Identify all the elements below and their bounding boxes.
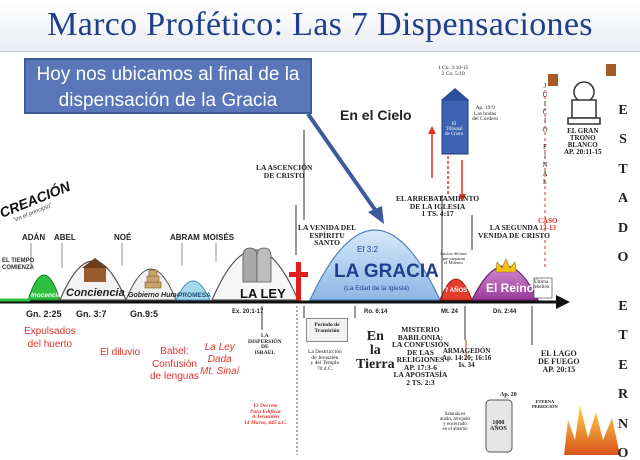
ref-mt24: Mt. 24 <box>441 309 459 315</box>
en-la-tierra-label: En la Tierra <box>356 329 395 372</box>
diluvio-label: El diluvio <box>100 347 141 358</box>
en-el-cielo-label: En el Cielo <box>340 107 412 123</box>
bodas-label: Ap. 19:9 Las bodas del Cordero <box>472 105 499 122</box>
tribunal-roof <box>441 88 469 100</box>
callout-box: Hoy nos ubicamos al final de la dispensa… <box>24 58 312 114</box>
venida-espiritu-label: LA VENIDA DEL ESPÍRITU SANTO <box>298 223 357 247</box>
mil-anos-label: 1000 AÑOS <box>490 420 507 432</box>
patriarch-abel: ABEL <box>54 233 76 242</box>
lago-fuego-label: EL LAGO DE FUEGO AP. 20:15 <box>538 349 580 374</box>
patriarch-leaders <box>30 243 217 270</box>
juicio-final-vertical: J U I C I O F I N A L <box>542 82 548 187</box>
return-arrow-down <box>459 194 466 202</box>
gran-trono-label: EL GRAN TRONO BLANCO AP. 20:11-15 <box>564 127 602 156</box>
crown-icon <box>495 258 517 273</box>
estado-vertical: E S T A D O <box>617 103 629 265</box>
ref-ro: Ro. 6:14 <box>364 309 388 315</box>
satanas-ref: Ap. 20 <box>500 392 517 398</box>
ark-roof-icon <box>82 258 108 268</box>
transicion-label: Período de Transición <box>306 318 348 342</box>
callout-arrowhead <box>368 206 384 224</box>
juicios-label: Juicios divinos que preparan el Milenio <box>440 251 467 265</box>
armagedon-label: ARMAGEDÓN Ap. 14:20; 16:16 Is. 34 <box>442 347 492 369</box>
ascension-label: LA ASCENCIÓN DE CRISTO <box>256 163 313 180</box>
ref-gn37: Gn. 3:7 <box>76 309 107 319</box>
cross-icon <box>289 262 308 302</box>
ley-dada-label: La Ley Dada Mt. Sinaí <box>200 342 240 377</box>
babel-label: Babel: Confusión de lenguas <box>150 346 199 382</box>
patriarch-noe: NOÉ <box>114 233 132 242</box>
ref-dn: Dn. 2:44 <box>493 309 517 315</box>
tablets-icon <box>242 247 272 283</box>
babel-tower-icon <box>144 269 162 289</box>
title-bar: Marco Profético: Las 7 Dispensaciones <box>0 0 640 52</box>
ref-gn225: Gn. 2:25 <box>26 309 62 319</box>
timeline-arrowhead <box>556 295 570 309</box>
eterna-label: ETERNA PERDICIÓN <box>532 399 558 409</box>
ultima-rebelion-label: Última rebelión <box>533 280 550 290</box>
dome-conciencia-label: Conciencia <box>66 287 125 299</box>
gran-trono-icon <box>567 81 601 125</box>
event-lines <box>261 130 533 345</box>
ref-ex: Ex. 20:1-17 <box>232 309 264 315</box>
abyss-icon <box>485 399 513 453</box>
dome-inocencia-label: Inocencia <box>31 292 61 299</box>
dome-trib-label: 7 AÑOS <box>445 287 467 294</box>
ref-gn95: Gn.9:5 <box>130 309 158 319</box>
dome-reino-label: El Reino <box>486 281 534 295</box>
misterio-label: MISTERIO BABILONIA: LA CONFUSIÓN DE LAS … <box>392 325 449 387</box>
dome-promesa <box>175 280 211 301</box>
dispersion-label: LA DISPERSIÓN DE ISRAEL <box>248 333 282 356</box>
eterno-vertical: E T E R N O <box>617 299 629 460</box>
dome-ley-label: LA LEY <box>240 286 286 301</box>
page-title: Marco Profético: Las 7 Dispensaciones <box>47 6 593 43</box>
tribunal-label: El Tribunal de Cristo <box>445 122 464 137</box>
ark-icon <box>84 268 106 282</box>
patriarch-adan: ADÁN <box>22 233 45 242</box>
fire-icon <box>564 405 620 455</box>
dome-gracia-ref: Ef 3:2 <box>357 245 378 254</box>
dome-reino-ref: Sal 2 <box>508 254 522 260</box>
destruccion-label: La Destrucción de Jerusalén y del Templo… <box>308 349 342 372</box>
caso-label: CASO 13-13 <box>538 217 558 232</box>
dome-gracia-sub: (La Edad de la Iglesia) <box>344 285 409 292</box>
patriarch-abram: ABRAM <box>170 233 200 242</box>
cor-refs-label: 1 Co. 3:10-15 2 Co. 5:10 <box>438 65 469 77</box>
patriarch-moises: MOISÉS <box>203 233 235 242</box>
callout-arrow-shaft <box>306 112 380 216</box>
throne-flank-icons <box>548 64 616 86</box>
arrebatamiento-label: EL ARREBATAMIENTO DE LA IGLESIA 1 TS. 4:… <box>396 194 480 218</box>
dome-gracia-label: LA GRACIA <box>334 261 439 282</box>
dome-promesa-label: PROMESA <box>178 292 211 299</box>
ultima-rebelion-box <box>533 277 553 299</box>
satanas-label: Satanás es atado, arrojado y encerrado e… <box>440 412 470 432</box>
decreto-label: El Decreto Para Edificar A Jerusalén 14 … <box>244 403 288 426</box>
dome-gracia <box>309 229 441 301</box>
dome-gobierno-label: Gobierno Humano <box>128 292 190 299</box>
tribunal-box <box>441 99 469 155</box>
expulsados-label: Expulsados del huerto <box>24 326 76 350</box>
rapture-arrow-up <box>428 126 436 134</box>
segunda-venida-label: LA SEGUNDA VENIDA DE CRISTO <box>478 223 550 240</box>
